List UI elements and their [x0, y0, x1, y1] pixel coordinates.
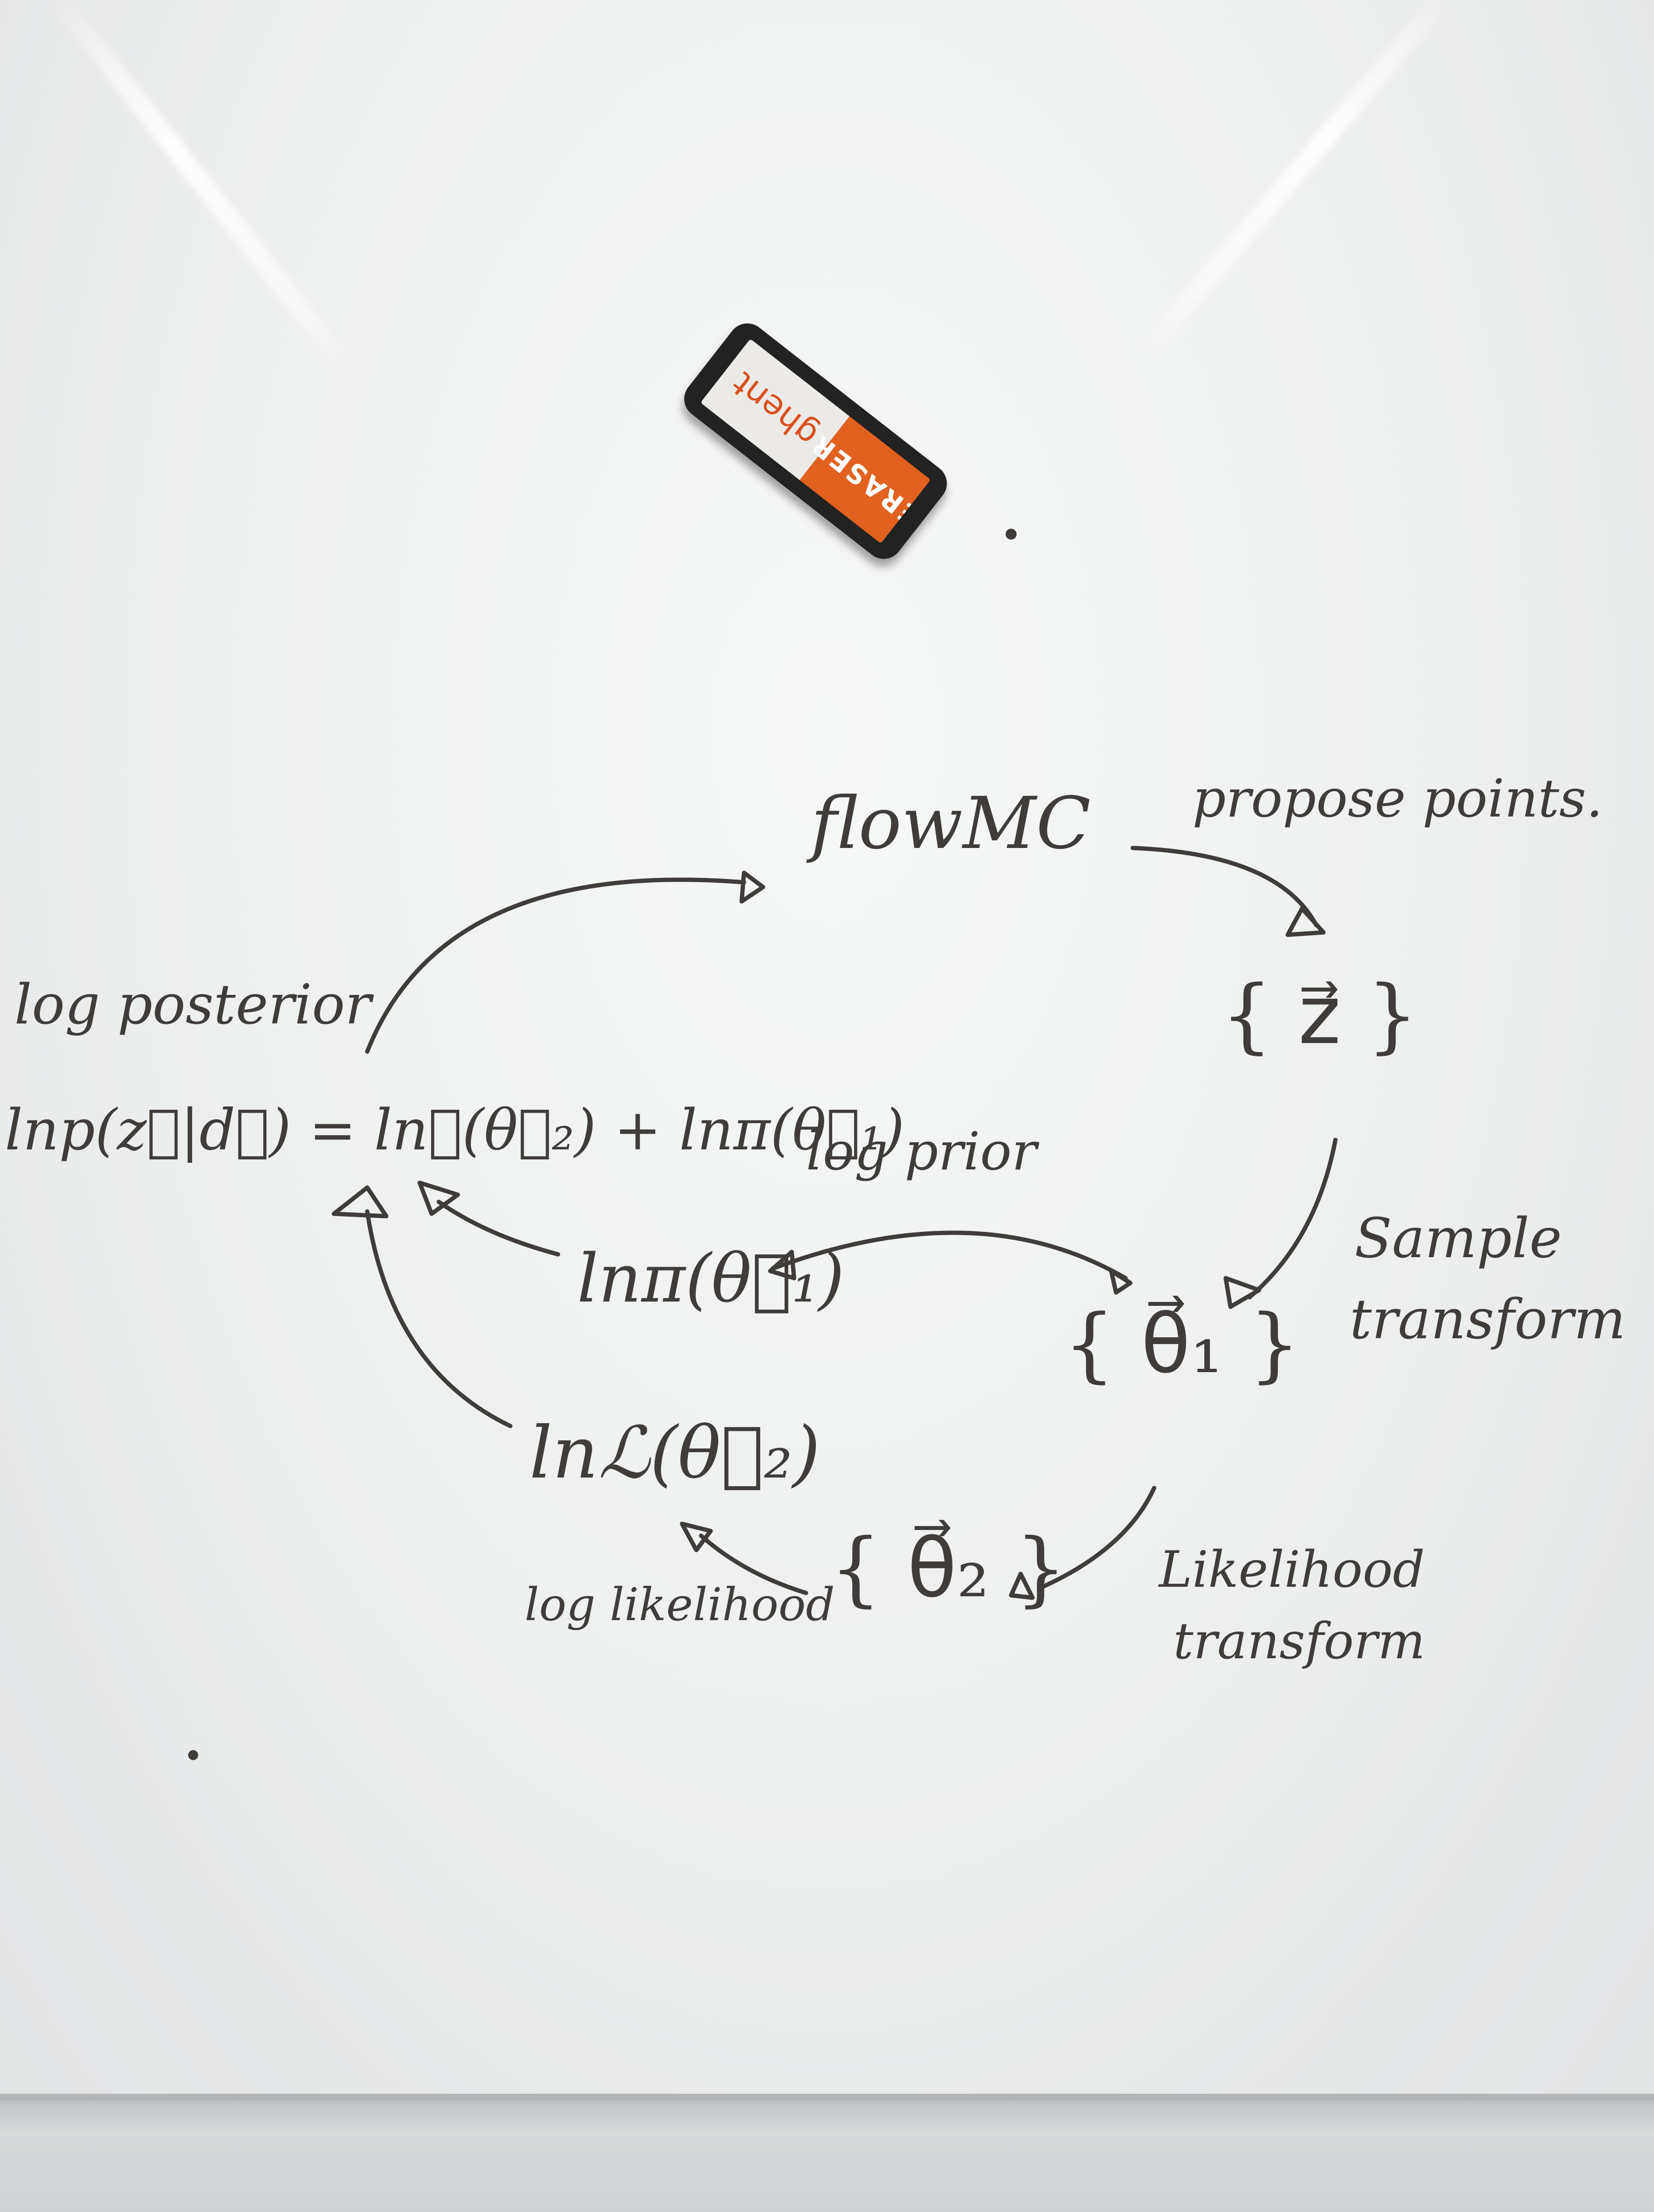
arrow-flowmc-to-z [1130, 846, 1319, 928]
arrowhead-prior-right [1109, 1269, 1133, 1295]
ln-prior-term: lnπ(θ⃗₁) [577, 1240, 845, 1318]
diagram-arrows [188, 528, 1338, 1760]
likelihood-transform-label-1: Likelihood [1159, 1540, 1425, 1599]
propose-points-label: propose points. [1192, 768, 1603, 829]
whiteboard: ghent ERASER flowMC propose points. { z⃗… [0, 0, 1654, 2094]
log-likelihood-label: log likelihood [525, 1579, 835, 1631]
arrowhead-posterior-left [331, 1185, 389, 1219]
flowmc-label: flowMC [811, 782, 1091, 865]
log-prior-label: log prior [806, 1121, 1037, 1182]
ln-likelihood-term: lnℒ(θ⃗₂) [529, 1412, 821, 1495]
theta1-set: { θ⃗₁ } [1064, 1297, 1301, 1392]
log-posterior-label: log posterior [14, 973, 372, 1037]
z-set: { z⃗ } [1221, 968, 1418, 1063]
sample-transform-label-1: Sample [1354, 1207, 1562, 1271]
arrowhead-flowmc [739, 870, 765, 904]
ink-dot [188, 1750, 198, 1760]
arrowhead-lnL [680, 1521, 713, 1552]
theta2-set: { θ⃗₂ } [830, 1521, 1067, 1616]
arrowhead-prior-left [768, 1250, 796, 1281]
arrowhead-z [1285, 906, 1326, 937]
arrow-prior-double [770, 1230, 1128, 1281]
arrowhead-posterior-right [417, 1180, 460, 1216]
arrowhead-theta2 [1009, 1571, 1035, 1600]
arrow-lnpi-to-posterior [436, 1199, 560, 1257]
marker-tray [0, 2094, 1654, 2212]
arrowhead-theta1 [1223, 1276, 1261, 1309]
arrow-theta2-to-lnL [699, 1533, 808, 1595]
posterior-equation: lnp(z⃗|d⃗) = lnℒ(θ⃗₂) + lnπ(θ⃗₁) [5, 1097, 905, 1163]
arrow-lnL-to-posterior [365, 1209, 513, 1428]
sample-transform-label-2: transform [1350, 1288, 1626, 1352]
arrow-z-to-theta1 [1247, 1137, 1338, 1300]
ink-dot [1005, 528, 1017, 540]
arrow-theta1-to-theta2 [1037, 1486, 1157, 1591]
likelihood-transform-label-2: transform [1173, 1612, 1426, 1670]
arrow-posterior-to-flowmc [365, 878, 746, 1054]
